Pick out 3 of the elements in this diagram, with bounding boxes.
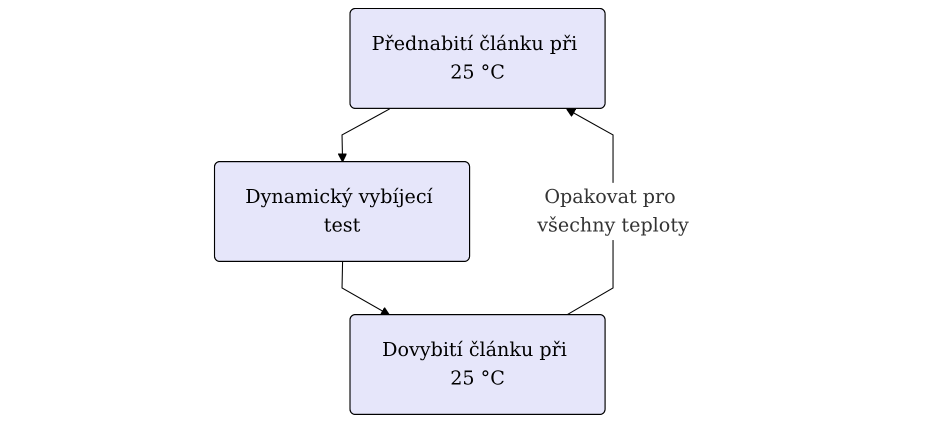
edge-label: Opakovat pro všechny teploty (536, 186, 688, 238)
arrow (337, 108, 390, 162)
arrow (341, 262, 390, 316)
